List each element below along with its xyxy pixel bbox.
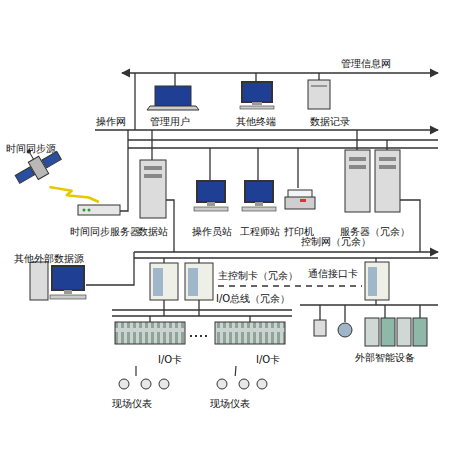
device-label: 时间同步源 xyxy=(6,143,56,154)
network-label: I/O总线（冗余） xyxy=(215,293,291,304)
device-node: 其他终端 xyxy=(234,80,282,128)
device-node: 工程师站 xyxy=(238,178,283,238)
device-node: 现场仪表 xyxy=(112,376,172,410)
device-label: 时间同步服务器 xyxy=(70,226,140,237)
device-label: I/O卡 xyxy=(158,354,182,365)
workstation-icon xyxy=(194,181,276,211)
server-tower xyxy=(308,80,330,109)
smart-device-icon xyxy=(314,318,427,346)
device-label: 主控制卡（冗余） xyxy=(218,270,298,281)
field-instrument-icon xyxy=(119,379,267,389)
sync-signal xyxy=(49,187,98,202)
device-node: 数据记录 xyxy=(300,78,360,128)
device-label: 外部智能设备 xyxy=(355,352,415,363)
device-label: 通信接口卡 xyxy=(308,268,358,279)
device-node: 管理用户 xyxy=(148,84,198,128)
device-node: 打印机 xyxy=(284,184,324,238)
ellipsis-dots xyxy=(190,335,210,337)
server-tower xyxy=(140,160,166,218)
device-node: 操作员站 xyxy=(190,178,235,238)
device-label: 数据站 xyxy=(138,226,168,237)
device-label: 现场仪表 xyxy=(210,398,250,409)
device-node: 服务器（冗余） xyxy=(340,148,415,238)
network-label: 操作网 xyxy=(95,116,127,127)
device-label: 其他外部数据源 xyxy=(14,253,84,264)
device-node: I/O卡 xyxy=(112,322,192,366)
network-label: 管理信息网 xyxy=(340,58,392,69)
device-node: 外部智能设备 xyxy=(300,318,440,364)
device-label: 工程师站 xyxy=(240,226,280,237)
external-pc-icon xyxy=(30,262,86,300)
device-node: 其他外部数据源 xyxy=(14,247,94,303)
device-label: I/O卡 xyxy=(256,354,280,365)
device-label: 操作员站 xyxy=(192,226,232,237)
field-wire xyxy=(135,366,136,376)
dashed-link xyxy=(218,285,362,287)
device-node: 通信接口卡 xyxy=(308,260,392,302)
device-label: 其他终端 xyxy=(236,116,276,127)
device-node: I/O卡 xyxy=(212,322,292,366)
network-label: 控制网（冗余） xyxy=(300,236,372,247)
time-server-icon xyxy=(78,205,120,215)
device-label: 现场仪表 xyxy=(112,398,152,409)
field-wire xyxy=(235,366,237,376)
device-label: 数据记录 xyxy=(310,116,350,127)
device-node: 时间同步服务器 xyxy=(70,202,142,238)
laptop-icon xyxy=(147,86,199,110)
network-buses xyxy=(86,73,438,322)
device-node: 现场仪表 xyxy=(210,376,270,410)
io-rack xyxy=(215,322,285,344)
io-rack xyxy=(115,322,185,344)
printer-icon xyxy=(285,190,315,209)
terminal-icon xyxy=(240,82,274,109)
device-label: 管理用户 xyxy=(150,116,190,127)
device-node: 时间同步源 xyxy=(6,137,68,187)
device-node: 数据站 xyxy=(138,158,178,238)
server-tower xyxy=(345,150,400,212)
